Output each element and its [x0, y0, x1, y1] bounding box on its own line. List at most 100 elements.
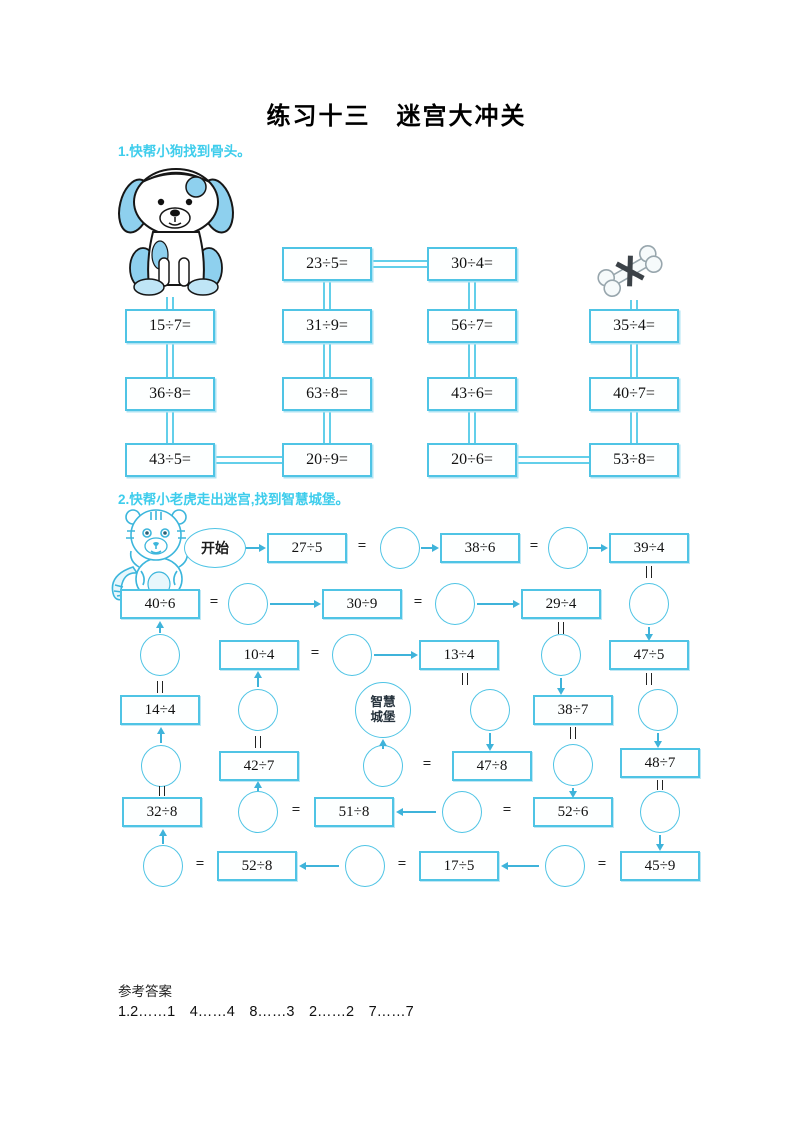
arrow-down-icon — [644, 627, 653, 641]
bone-illustration — [594, 240, 666, 307]
pipe-connector — [468, 343, 476, 377]
arrow-right-icon — [589, 543, 608, 552]
problem-box: 52÷8 — [217, 851, 297, 881]
answer-circle — [435, 583, 475, 625]
problem-box: 29÷4 — [521, 589, 601, 619]
answers-line: 1.2……1 4……4 8……3 2……2 7……7 — [118, 1004, 414, 1020]
arrow-up-icon — [253, 671, 262, 687]
division-box: 35÷4= — [589, 309, 679, 343]
arrow-up-icon — [158, 829, 167, 844]
problem-box: 14÷4 — [120, 695, 200, 725]
problem-box: 32÷8 — [122, 797, 202, 827]
division-box: 30÷4= — [427, 247, 517, 281]
wisdom-castle-node: 智慧 城堡 — [355, 682, 411, 738]
vertical-equals-icon — [558, 622, 564, 634]
equals-sign: = — [597, 856, 607, 872]
vertical-equals-icon — [646, 566, 652, 578]
division-box: 15÷7= — [125, 309, 215, 343]
answer-circle — [470, 689, 510, 731]
equals-sign: = — [397, 856, 407, 872]
division-box: 53÷8= — [589, 443, 679, 477]
division-box: 43÷6= — [427, 377, 517, 411]
arrow-right-icon — [421, 543, 439, 552]
page-title: 练习十三 迷宫大冲关 — [266, 103, 527, 130]
answer-circle — [238, 689, 278, 731]
pipe-connector — [215, 456, 282, 464]
vertical-equals-icon — [570, 727, 576, 739]
answer-circle — [332, 634, 372, 676]
arrow-right-icon — [246, 543, 266, 552]
pipe-connector — [468, 281, 476, 309]
castle-label-line2: 城堡 — [370, 710, 396, 724]
answer-circle — [143, 845, 183, 887]
answer-circle — [629, 583, 669, 625]
arrow-down-icon — [653, 733, 662, 748]
start-node: 开始 — [184, 528, 246, 568]
puppy-illustration — [113, 160, 239, 305]
division-box: 23÷5= — [282, 247, 372, 281]
problem-box: 47÷8 — [452, 751, 532, 781]
pipe-connector — [517, 456, 589, 464]
answer-circle — [238, 791, 278, 833]
pipe-connector — [468, 411, 476, 443]
pipe-connector — [166, 343, 174, 377]
answer-circle — [140, 634, 180, 676]
problem-box: 27÷5 — [267, 533, 347, 563]
answer-circle — [553, 744, 593, 786]
vertical-equals-icon — [646, 673, 652, 685]
division-box: 31÷9= — [282, 309, 372, 343]
answer-circle — [640, 791, 680, 833]
arrow-up-icon — [378, 739, 387, 749]
arrow-down-icon — [556, 678, 565, 695]
answer-circle — [638, 689, 678, 731]
arrow-right-icon — [270, 599, 321, 608]
equals-sign: = — [291, 802, 301, 818]
equals-sign: = — [502, 802, 512, 818]
answer-circle — [345, 845, 385, 887]
answer-circle — [541, 634, 581, 676]
division-box: 56÷7= — [427, 309, 517, 343]
vertical-equals-icon — [255, 736, 261, 748]
pipe-connector — [323, 343, 331, 377]
division-box: 43÷5= — [125, 443, 215, 477]
pipe-connector — [630, 300, 638, 309]
problem-box: 52÷6 — [533, 797, 613, 827]
division-box: 20÷6= — [427, 443, 517, 477]
answers-heading: 参考答案 — [118, 984, 172, 999]
arrow-left-icon — [299, 861, 339, 870]
pipe-connector — [372, 260, 427, 268]
arrow-up-icon — [253, 781, 262, 791]
equals-sign: = — [357, 538, 367, 554]
problem-box: 38÷7 — [533, 695, 613, 725]
problem-box: 45÷9 — [620, 851, 700, 881]
division-box: 63÷8= — [282, 377, 372, 411]
pipe-connector — [630, 343, 638, 377]
problem-box: 42÷7 — [219, 751, 299, 781]
pipe-connector — [630, 411, 638, 443]
arrow-right-icon — [374, 650, 418, 659]
equals-sign: = — [529, 538, 539, 554]
vertical-equals-icon — [462, 673, 468, 685]
arrow-up-icon — [155, 621, 164, 633]
pipe-connector — [166, 297, 174, 309]
equals-sign: = — [195, 856, 205, 872]
problem-box: 39÷4 — [609, 533, 689, 563]
arrow-down-icon — [655, 835, 664, 851]
arrow-up-icon — [156, 727, 165, 743]
answer-circle — [141, 745, 181, 787]
vertical-equals-icon — [157, 681, 163, 693]
answer-circle — [548, 527, 588, 569]
division-box: 40÷7= — [589, 377, 679, 411]
arrow-left-icon — [501, 861, 539, 870]
problem-box: 48÷7 — [620, 748, 700, 778]
equals-sign: = — [413, 594, 423, 610]
section1-label: 1.快帮小狗找到骨头。 — [118, 144, 251, 159]
answer-circle — [545, 845, 585, 887]
arrow-down-icon — [485, 733, 494, 751]
vertical-equals-icon — [159, 786, 165, 796]
division-box: 20÷9= — [282, 443, 372, 477]
answer-circle — [380, 527, 420, 569]
answer-circle — [228, 583, 268, 625]
problem-box: 47÷5 — [609, 640, 689, 670]
